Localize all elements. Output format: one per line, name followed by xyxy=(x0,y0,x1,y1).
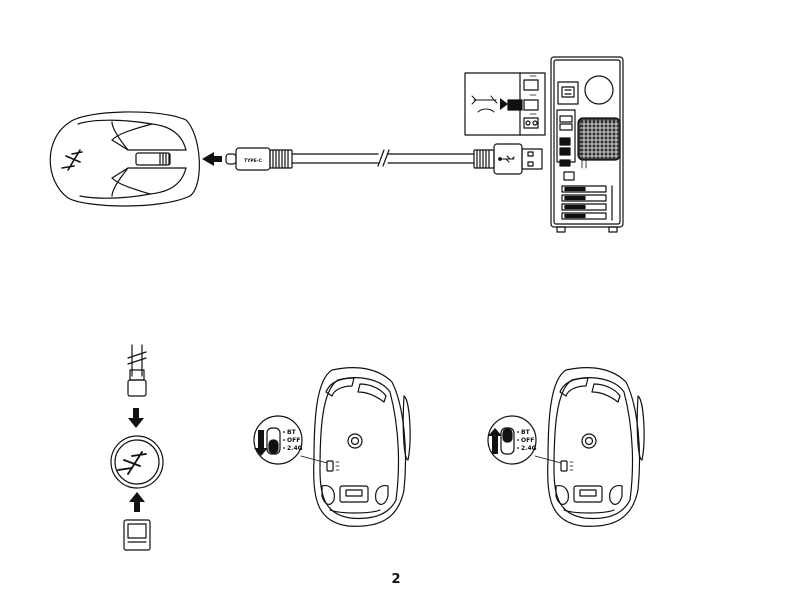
usb-port-callout xyxy=(465,73,545,135)
usb-symbol-icon xyxy=(499,156,514,162)
mouse-underside-right xyxy=(535,368,644,527)
page-number: 2 xyxy=(386,572,406,587)
rear-fan-grille xyxy=(578,118,620,160)
hyperx-logo-dongle xyxy=(118,452,146,474)
switch-callout-left: BT OFF 2.4G xyxy=(254,416,303,464)
usb-a-plug xyxy=(474,144,542,174)
switch-2-4g-label: 2.4G xyxy=(521,445,537,452)
arrow-down-icon xyxy=(128,408,144,428)
cable-end-stack xyxy=(128,345,146,396)
pc-tower xyxy=(551,57,623,232)
usb-cable xyxy=(292,150,474,166)
usb-dongle-adapter xyxy=(124,520,150,550)
switch-bt-label: BT xyxy=(287,429,297,436)
hyperx-logo-mouse xyxy=(62,150,82,170)
expansion-slots xyxy=(562,186,612,220)
switch-off-label: OFF xyxy=(521,437,534,444)
mouse-top-view xyxy=(50,112,199,206)
psu-fan xyxy=(585,76,613,104)
switch-off-label: OFF xyxy=(287,437,300,444)
usb-c-plug: TYPE-C xyxy=(226,148,292,170)
arrow-left-icon xyxy=(202,152,222,166)
type-c-label: TYPE-C xyxy=(244,158,263,164)
switch-callout-right: BT OFF 2.4G xyxy=(488,416,537,464)
arrow-up-icon xyxy=(129,492,145,512)
mouse-underside-left xyxy=(301,368,410,527)
mouse-scroll-wheel xyxy=(136,153,170,165)
usb-dongle-receiver xyxy=(111,436,163,488)
switch-bt-label: BT xyxy=(521,429,531,436)
switch-2-4g-label: 2.4G xyxy=(287,445,303,452)
arrow-right-icon xyxy=(500,98,508,110)
